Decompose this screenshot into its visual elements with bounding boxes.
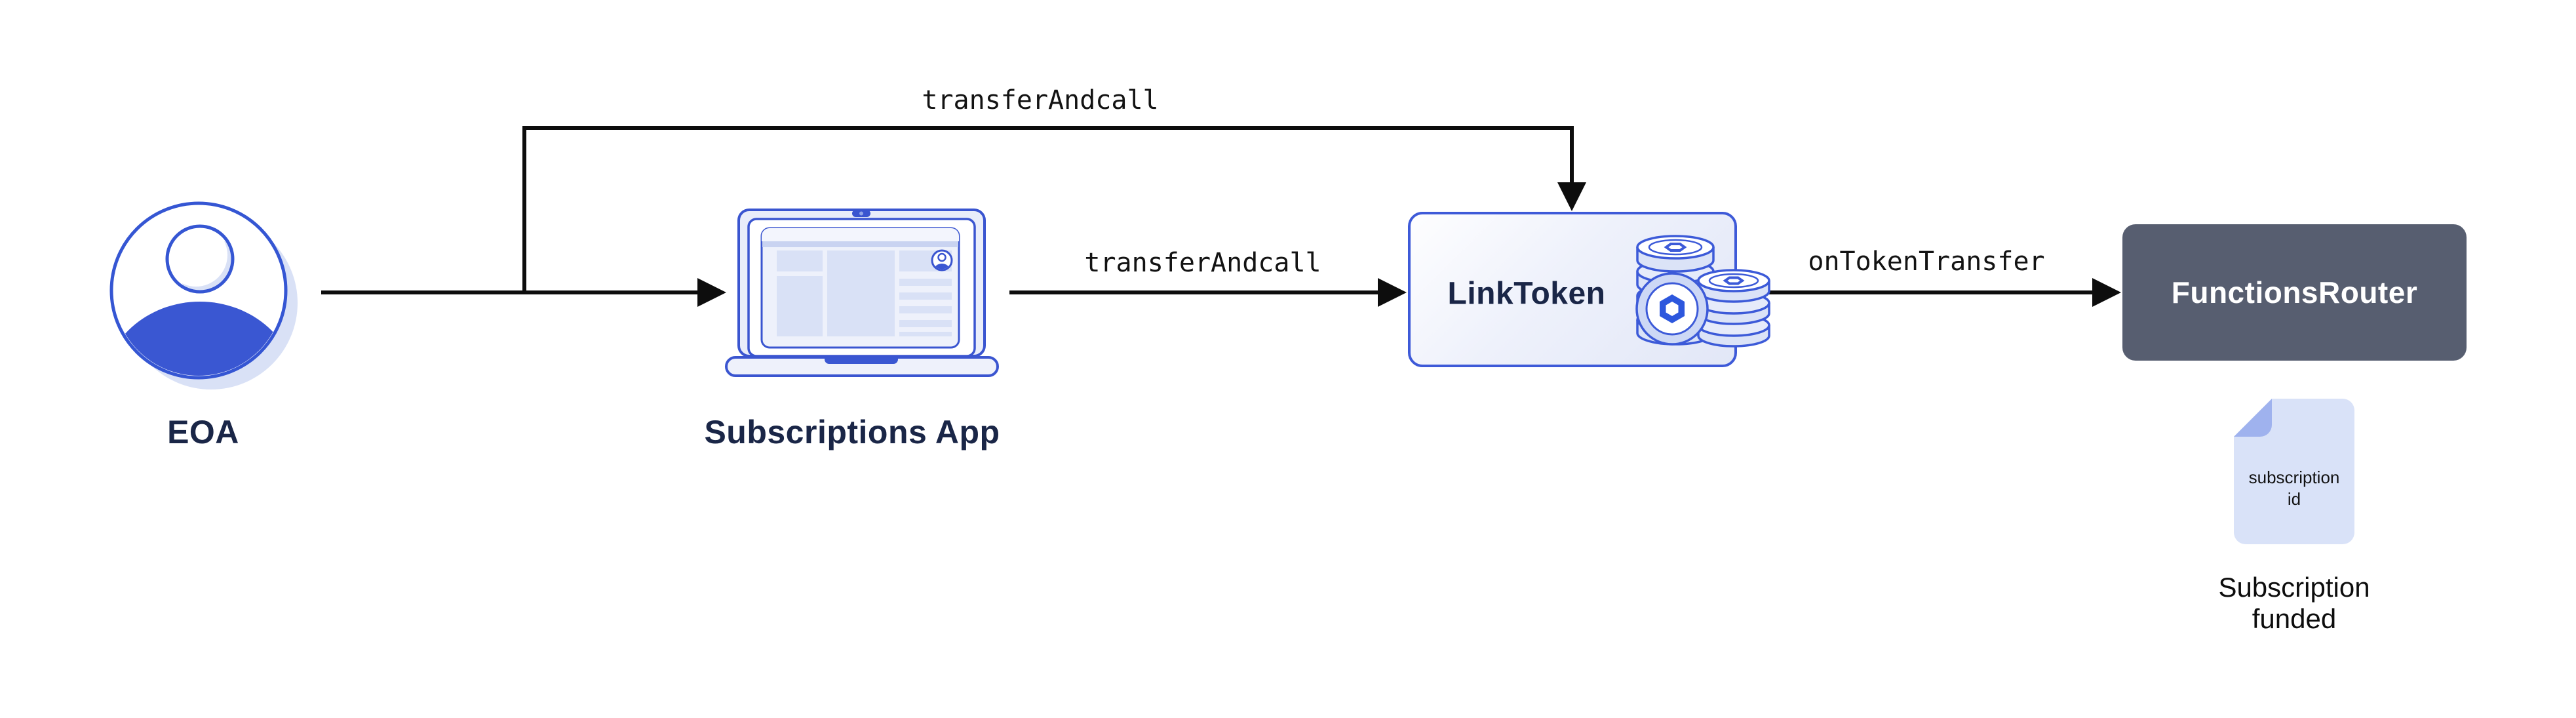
edge-label-ontokentransfer: onTokenTransfer [1808, 247, 2045, 277]
laptop-icon [725, 209, 999, 377]
node-functions-router: FunctionsRouter [2122, 224, 2467, 361]
eoa-label: EOA [167, 414, 239, 450]
edge-label-transferandcall-top: transferAndcall [922, 85, 1159, 115]
mini-avatar-icon [931, 249, 953, 271]
edge-label-transferandcall-mid: transferAndcall [1084, 248, 1321, 278]
link-token-label: LinkToken [1447, 276, 1606, 311]
subscriptions-app-label: Subscriptions App [704, 414, 1000, 450]
functions-router-label: FunctionsRouter [2171, 275, 2418, 309]
folded-corner [2234, 399, 2272, 437]
arrowhead-down-to-linktoken [1557, 182, 1586, 211]
app-window [760, 227, 960, 349]
node-link-token: LinkToken [1408, 212, 1737, 367]
arrowhead-to-linktoken [1378, 278, 1407, 307]
arrowhead-to-router [2092, 278, 2121, 307]
subscription-id-doc-text: subscription id [2249, 467, 2340, 509]
arrowhead-to-app [697, 278, 726, 307]
doc-text-line1: subscription [2248, 468, 2340, 487]
doc-text-line2: id [2287, 489, 2301, 509]
subscription-funded-caption: Subscription funded [2218, 572, 2370, 635]
